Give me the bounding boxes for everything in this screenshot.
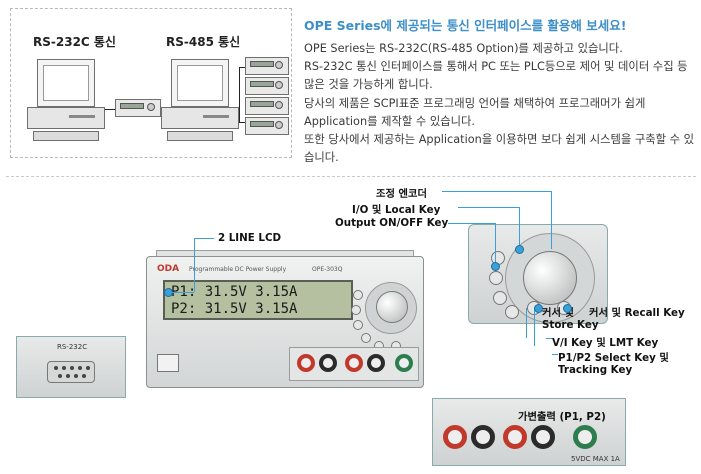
io-local-key[interactable] — [353, 290, 363, 300]
pc-monitor-1 — [37, 59, 95, 107]
rs232-port-inset: RS-232C — [16, 336, 126, 398]
pc-base-2 — [161, 107, 239, 129]
output-terminal[interactable] — [345, 354, 363, 372]
callout-cursor-recall: 커서 및 Recall Key — [589, 307, 685, 319]
callout-output-onoff: Output ON/OFF Key — [335, 217, 449, 229]
lcd-line-1: P1: 31.5V 3.15A — [171, 284, 298, 300]
power-supply-front: ODA Programmable DC Power Supply OPE-303… — [146, 256, 424, 388]
output-terminal[interactable] — [319, 354, 337, 372]
intro-paragraph: 또한 당사에서 제공하는 Application을 이용하면 보다 쉽게 시스템… — [304, 133, 695, 165]
communication-diagram: RS-232C 통신 RS-485 통신 — [10, 8, 292, 158]
callout-p1p2-select: P1/P2 Select Key 및 — [558, 352, 669, 364]
rs232-port-label: RS-232C — [57, 343, 88, 351]
intro-paragraph: 당사의 제품은 SCPI표준 프로그래밍 언어를 채택하여 프로그래머가 쉽게 … — [304, 96, 646, 128]
p1p2-select-key[interactable] — [353, 320, 363, 330]
intro-paragraph: OPE Series는 RS-232C(RS-485 Option)를 제공하고… — [304, 42, 623, 55]
lcd-line-2: P2: 31.5V 3.15A — [171, 301, 298, 317]
callout-io-local: I/O 및 Local Key — [352, 204, 441, 216]
output-onoff-key[interactable] — [351, 305, 361, 315]
output-terminal[interactable] — [367, 354, 385, 372]
model-line-text: Programmable DC Power Supply — [189, 266, 287, 273]
encoder-knob[interactable] — [376, 291, 408, 323]
callout-variable-output: 가변출력 (P1, P2) — [518, 411, 606, 423]
lcd-display: P1: 31.5V 3.15A P2: 31.5V 3.15A — [163, 280, 353, 320]
intro-paragraph: RS-232C 통신 인터페이스를 통해서 PC 또는 PLC등으로 제어 및 … — [304, 60, 688, 92]
power-switch[interactable] — [157, 354, 179, 372]
intro-title: OPE Series에 제공되는 통신 인터페이스를 활용해 보세요! — [304, 18, 627, 33]
output-voltage-label: 5VDC MAX 1A — [571, 455, 620, 463]
brand-logo: ODA — [157, 264, 180, 274]
power-supply-device-2 — [245, 57, 289, 75]
power-supply-device-1 — [115, 99, 161, 117]
intro-description: OPE Series는 RS-232C(RS-485 Option)를 제공하고… — [304, 40, 696, 167]
db9-connector — [47, 361, 95, 383]
rs232-comm-label: RS-232C 통신 — [33, 35, 116, 49]
pc-base-1 — [27, 107, 105, 129]
callout-lcd: 2 LINE LCD — [218, 232, 282, 244]
callout-vi-lmt: V/I Key 및 LMT Key — [552, 337, 659, 349]
power-supply-device-4 — [245, 97, 289, 115]
vi-lmt-key[interactable] — [361, 333, 371, 343]
power-supply-device-3 — [245, 77, 289, 95]
pc-keyboard-2 — [167, 131, 233, 141]
product-front-panel: ODA Programmable DC Power Supply OPE-303… — [6, 176, 696, 468]
pc-monitor-2 — [171, 59, 229, 107]
output-terminal[interactable] — [297, 354, 315, 372]
power-supply-device-5 — [245, 117, 289, 135]
pc-keyboard-1 — [33, 131, 99, 141]
model-code-text: OPE-303Q — [312, 266, 343, 273]
output-terminal[interactable] — [395, 354, 413, 372]
rs485-comm-label: RS-485 통신 — [166, 35, 241, 49]
terminal-inset: 5VDC MAX 1A — [432, 398, 626, 466]
callout-store: Store Key — [542, 319, 599, 331]
callout-tracking: Tracking Key — [558, 364, 633, 376]
callout-encoder: 조정 엔코더 — [376, 188, 427, 200]
